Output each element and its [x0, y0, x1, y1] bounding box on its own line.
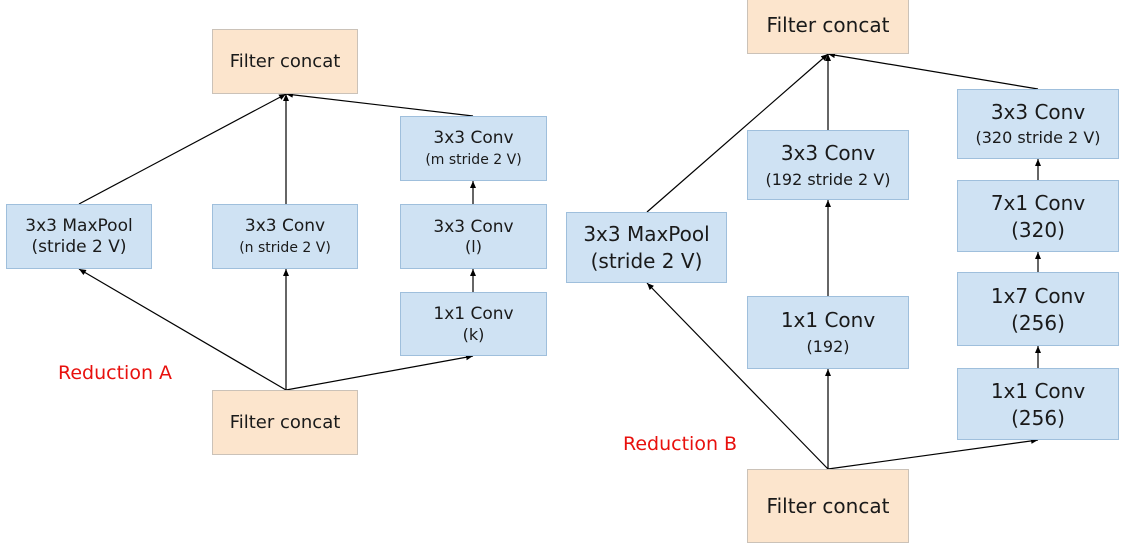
- a-maxpool-node: 3x3 MaxPool (stride 2 V): [6, 204, 152, 269]
- b-conv-mid-top-node: 3x3 Conv (192 stride 2 V): [747, 130, 909, 200]
- b-conv-r1-sub: (320 stride 2 V): [975, 128, 1101, 148]
- b-conv-mid-bot-title: 1x1 Conv: [780, 308, 876, 333]
- a-conv-right-bot-title: 1x1 Conv: [433, 304, 514, 325]
- a-conv-right-mid-title: 3x3 Conv: [433, 216, 514, 237]
- b-conv-r2-node: 7x1 Conv (320): [957, 180, 1119, 252]
- b-conv-r2-title: 7x1 Conv: [990, 190, 1086, 215]
- b-conv-mid-top-title: 3x3 Conv: [780, 140, 876, 165]
- edge-a-rightconv-to-concat: [285, 91, 474, 117]
- edge-b-input-to-r4: [827, 437, 1039, 470]
- edge-a-maxpool-to-concat: [78, 93, 287, 205]
- b-filter-concat-input: Filter concat: [747, 469, 909, 543]
- a-conv-right-bot-sub: (k): [462, 324, 485, 344]
- b-filter-concat-output-label: Filter concat: [766, 13, 890, 37]
- a-conv-mid-title: 3x3 Conv: [244, 216, 326, 237]
- b-maxpool-title: 3x3 MaxPool: [583, 222, 710, 246]
- b-maxpool-node: 3x3 MaxPool (stride 2 V): [566, 212, 727, 283]
- b-conv-mid-bot-sub: (192): [806, 337, 850, 357]
- a-filter-concat-output: Filter concat: [212, 29, 358, 94]
- a-conv-right-top-node: 3x3 Conv (m stride 2 V): [400, 116, 547, 181]
- b-maxpool-sub: (stride 2 V): [590, 249, 703, 273]
- edge-b-r1-to-concat: [827, 52, 1039, 90]
- b-conv-r4-title: 1x1 Conv: [990, 378, 1086, 403]
- a-conv-right-top-sub: (m stride 2 V): [425, 151, 522, 168]
- a-filter-concat-input-label: Filter concat: [229, 411, 341, 433]
- b-conv-r3-node: 1x7 Conv (256): [957, 272, 1119, 346]
- a-conv-right-top-title: 3x3 Conv: [433, 128, 514, 149]
- edge-a-input-to-rightbot: [285, 354, 474, 391]
- a-filter-concat-input: Filter concat: [212, 390, 358, 455]
- b-conv-r4-node: 1x1 Conv (256): [957, 368, 1119, 440]
- b-conv-r3-title: 1x7 Conv: [990, 283, 1086, 308]
- a-maxpool-title: 3x3 MaxPool: [25, 216, 133, 237]
- b-conv-r2-sub: (320): [1011, 217, 1065, 242]
- a-conv-right-bot-node: 1x1 Conv (k): [400, 292, 547, 356]
- b-conv-r1-title: 3x3 Conv: [990, 100, 1086, 125]
- b-conv-mid-top-sub: (192 stride 2 V): [765, 169, 891, 189]
- a-conv-mid-node: 3x3 Conv (n stride 2 V): [212, 204, 358, 269]
- b-conv-r1-node: 3x3 Conv (320 stride 2 V): [957, 89, 1119, 159]
- reduction-b-label: Reduction B: [623, 433, 738, 455]
- a-filter-concat-output-label: Filter concat: [229, 50, 341, 72]
- b-conv-mid-bot-node: 1x1 Conv (192): [747, 296, 909, 369]
- reduction-a-label: Reduction A: [58, 362, 173, 384]
- a-maxpool-sub: (stride 2 V): [31, 236, 127, 257]
- b-conv-r3-sub: (256): [1011, 310, 1065, 335]
- edge-b-input-to-maxpool: [646, 282, 829, 470]
- edge-b-maxpool-to-concat: [646, 53, 829, 213]
- a-conv-right-mid-sub: (l): [465, 237, 482, 257]
- b-filter-concat-output: Filter concat: [747, 0, 909, 54]
- b-filter-concat-input-label: Filter concat: [766, 494, 890, 518]
- a-conv-mid-sub: (n stride 2 V): [239, 239, 331, 256]
- b-conv-r4-sub: (256): [1011, 405, 1065, 430]
- edge-a-input-to-maxpool: [78, 268, 287, 391]
- a-conv-right-mid-node: 3x3 Conv (l): [400, 204, 547, 269]
